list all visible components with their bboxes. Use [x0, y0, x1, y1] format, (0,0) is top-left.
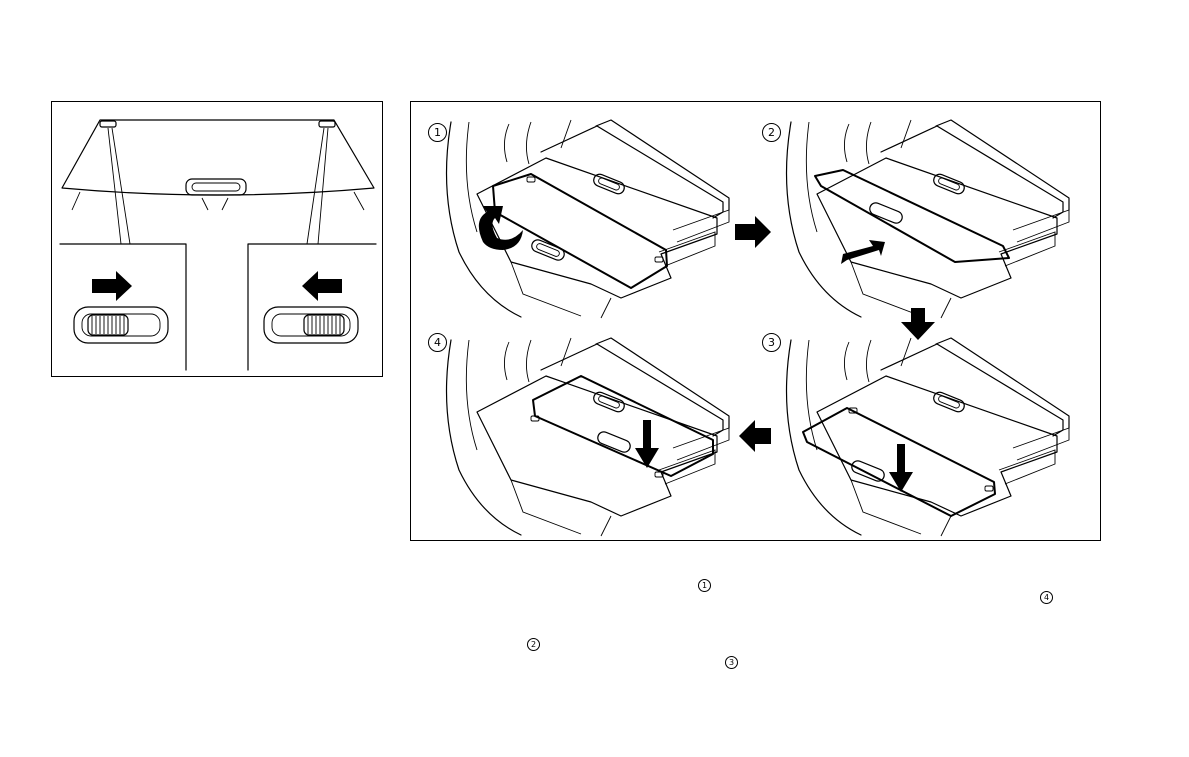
cargo-cover-steps-drawing [411, 102, 1102, 542]
right-arrow-icon [92, 271, 132, 301]
text-marker-1: 1 [698, 579, 711, 592]
curved-arrow-icon [479, 206, 523, 250]
diagonal-arrow-icon [841, 240, 885, 264]
down-arrow-icon [901, 308, 935, 340]
release-lever-figure [51, 101, 383, 377]
down-arrow-icon [889, 444, 913, 492]
left-arrow-icon [739, 420, 771, 452]
step-4-number: 4 [428, 333, 447, 352]
left-arrow-icon [302, 271, 342, 301]
step-1-number: 1 [428, 123, 447, 142]
step-2-number: 2 [762, 123, 781, 142]
cargo-cover-steps-figure: 1 2 4 3 [410, 101, 1101, 541]
text-marker-2: 2 [527, 638, 540, 651]
text-marker-3: 3 [725, 656, 738, 669]
step-3-number: 3 [762, 333, 781, 352]
right-arrow-icon [735, 216, 771, 248]
release-lever-drawing [52, 102, 384, 378]
text-marker-4: 4 [1040, 591, 1053, 604]
